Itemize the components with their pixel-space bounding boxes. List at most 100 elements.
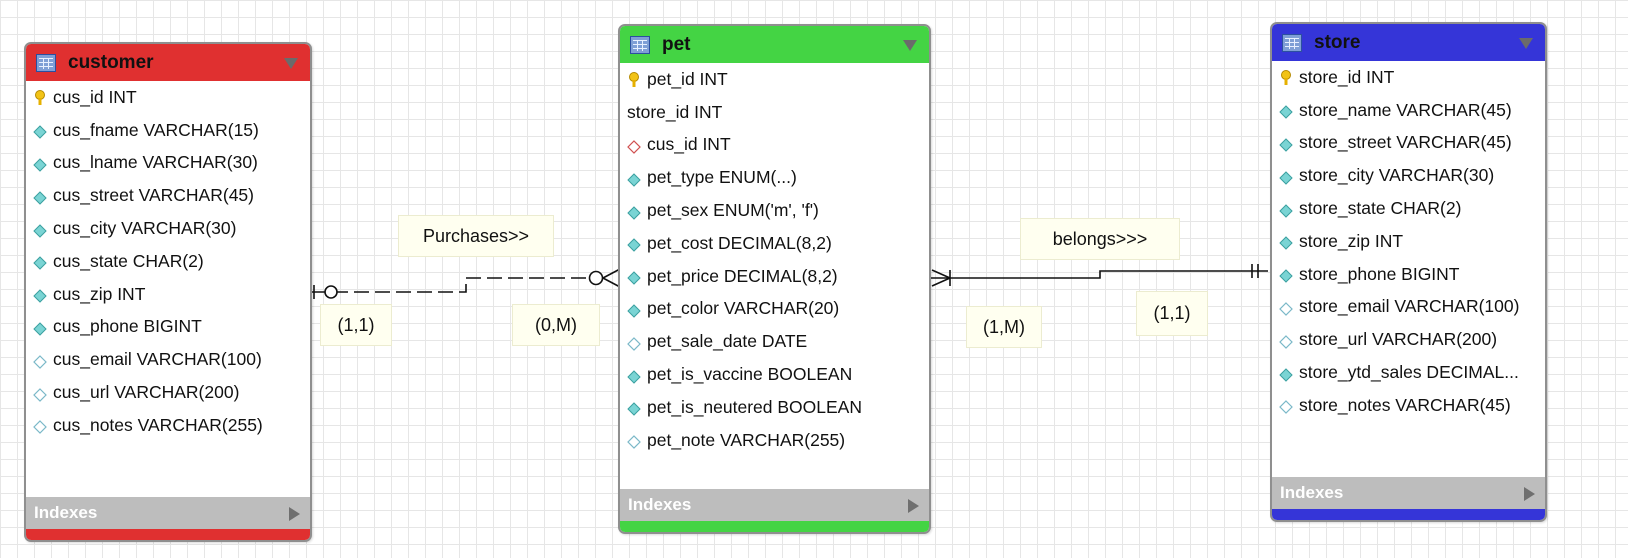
- crow-foot-mark: [931, 277, 951, 287]
- diamond-empty-icon: [1279, 398, 1293, 415]
- column-row[interactable]: cus_id INT: [26, 81, 310, 114]
- column-row[interactable]: store_street VARCHAR(45): [1272, 127, 1545, 160]
- store-table-header[interactable]: store: [1272, 24, 1545, 61]
- column-row[interactable]: cus_phone BIGINT: [26, 311, 310, 344]
- column-row[interactable]: store_id INT: [1272, 61, 1545, 94]
- column-row[interactable]: cus_city VARCHAR(30): [26, 212, 310, 245]
- zero-circle-mark: [588, 270, 604, 286]
- column-row[interactable]: store_phone BIGINT: [1272, 258, 1545, 291]
- column-label: pet_cost DECIMAL(8,2): [647, 232, 832, 253]
- diamond-filled-icon: [1279, 202, 1293, 218]
- column-row[interactable]: store_email VARCHAR(100): [1272, 291, 1545, 324]
- key-icon: [627, 72, 641, 88]
- diamond-filled-icon: [1279, 169, 1293, 185]
- expand-triangle-icon[interactable]: [1524, 487, 1535, 501]
- customer-table[interactable]: customer cus_id INT cus_fname VARCHAR(15)…: [24, 42, 312, 542]
- indexes-section[interactable]: Indexes: [620, 489, 929, 521]
- column-row[interactable]: store_id INT: [620, 96, 929, 129]
- column-label: pet_type ENUM(...): [647, 167, 797, 188]
- column-row[interactable]: store_state CHAR(2): [1272, 192, 1545, 225]
- collapse-triangle-icon[interactable]: [903, 40, 917, 51]
- column-row[interactable]: store_zip INT: [1272, 225, 1545, 258]
- column-label: pet_is_neutered BOOLEAN: [647, 396, 862, 417]
- indexes-section[interactable]: Indexes: [1272, 477, 1545, 509]
- column-row[interactable]: pet_price DECIMAL(8,2): [620, 260, 929, 293]
- indexes-label: Indexes: [1280, 483, 1344, 502]
- diamond-filled-icon: [33, 222, 47, 238]
- diamond-filled-icon: [627, 368, 641, 384]
- column-label: pet_id INT: [647, 68, 728, 89]
- column-row[interactable]: store_city VARCHAR(30): [1272, 159, 1545, 192]
- column-row[interactable]: pet_sex ENUM('m', 'f'): [620, 194, 929, 227]
- customer-table-header[interactable]: customer: [26, 44, 310, 81]
- store-table[interactable]: store store_id INT store_name VARCHAR(45)…: [1270, 22, 1547, 522]
- column-row[interactable]: pet_color VARCHAR(20): [620, 293, 929, 326]
- diamond-empty-icon: [33, 386, 47, 402]
- column-list: store_id INT store_name VARCHAR(45) store_…: [1272, 61, 1545, 422]
- indexes-section[interactable]: Indexes: [26, 497, 310, 529]
- belongs-to-cardinality: (1,1): [1136, 291, 1208, 336]
- column-row[interactable]: pet_type ENUM(...): [620, 161, 929, 194]
- column-row[interactable]: store_ytd_sales DECIMAL...: [1272, 356, 1545, 389]
- column-row[interactable]: cus_id INT: [620, 129, 929, 162]
- column-row[interactable]: store_notes VARCHAR(45): [1272, 389, 1545, 422]
- purchases-line: [312, 277, 598, 293]
- column-label: cus_id INT: [53, 86, 137, 107]
- table-icon: [1282, 33, 1302, 52]
- column-row[interactable]: pet_note VARCHAR(255): [620, 424, 929, 457]
- column-row[interactable]: cus_fname VARCHAR(15): [26, 114, 310, 147]
- column-row[interactable]: cus_zip INT: [26, 278, 310, 311]
- collapse-triangle-icon[interactable]: [1519, 38, 1533, 49]
- column-label: cus_email VARCHAR(100): [53, 349, 262, 370]
- column-row[interactable]: store_name VARCHAR(45): [1272, 94, 1545, 127]
- crow-foot-mark: [602, 277, 621, 288]
- diamond-filled-icon: [627, 302, 641, 318]
- column-label: cus_zip INT: [53, 283, 146, 304]
- crow-foot-mark: [602, 268, 621, 279]
- column-row[interactable]: cus_state CHAR(2): [26, 245, 310, 278]
- column-label: cus_state CHAR(2): [53, 250, 204, 271]
- collapse-triangle-icon[interactable]: [284, 58, 298, 69]
- diamond-empty-icon: [1279, 333, 1293, 349]
- column-row[interactable]: pet_cost DECIMAL(8,2): [620, 227, 929, 260]
- purchases-connector[interactable]: [312, 268, 621, 299]
- table-footer-bar: [26, 529, 310, 540]
- column-row[interactable]: store_url VARCHAR(200): [1272, 323, 1545, 356]
- column-label: store_ytd_sales DECIMAL...: [1299, 362, 1519, 383]
- column-row[interactable]: cus_street VARCHAR(45): [26, 179, 310, 212]
- column-row[interactable]: pet_is_neutered BOOLEAN: [620, 391, 929, 424]
- column-row[interactable]: pet_sale_date DATE: [620, 325, 929, 358]
- column-label: store_notes VARCHAR(45): [1299, 394, 1511, 415]
- pet-table-header[interactable]: pet: [620, 26, 929, 63]
- column-row[interactable]: cus_url VARCHAR(200): [26, 376, 310, 409]
- indexes-label: Indexes: [34, 503, 98, 522]
- table-footer-bar: [1272, 509, 1545, 520]
- diamond-empty-icon: [627, 335, 641, 351]
- purchases-label[interactable]: Purchases>>: [398, 215, 554, 257]
- diamond-filled-icon: [1279, 267, 1293, 283]
- table-icon: [36, 53, 56, 72]
- column-row[interactable]: cus_lname VARCHAR(30): [26, 147, 310, 180]
- diamond-filled-icon: [627, 400, 641, 417]
- column-row[interactable]: pet_id INT: [620, 63, 929, 96]
- indexes-label: Indexes: [628, 495, 692, 514]
- column-label: pet_note VARCHAR(255): [647, 429, 846, 450]
- belongs-connector[interactable]: [930, 264, 1268, 287]
- column-row[interactable]: pet_is_vaccine BOOLEAN: [620, 358, 929, 391]
- diamond-fk-icon: [627, 138, 641, 154]
- diamond-filled-icon: [627, 236, 641, 253]
- table-title: store: [1314, 31, 1361, 53]
- expand-triangle-icon[interactable]: [908, 499, 919, 513]
- column-list: cus_id INT cus_fname VARCHAR(15) cus_lname…: [26, 81, 310, 442]
- belongs-label[interactable]: belongs>>>: [1020, 218, 1180, 260]
- expand-triangle-icon[interactable]: [289, 507, 300, 521]
- column-row[interactable]: cus_email VARCHAR(100): [26, 343, 310, 376]
- column-label: cus_street VARCHAR(45): [53, 185, 254, 206]
- column-label: cus_fname VARCHAR(15): [53, 119, 259, 140]
- column-label: store_name VARCHAR(45): [1299, 99, 1512, 120]
- column-label: cus_lname VARCHAR(30): [53, 152, 258, 173]
- column-row[interactable]: cus_notes VARCHAR(255): [26, 409, 310, 442]
